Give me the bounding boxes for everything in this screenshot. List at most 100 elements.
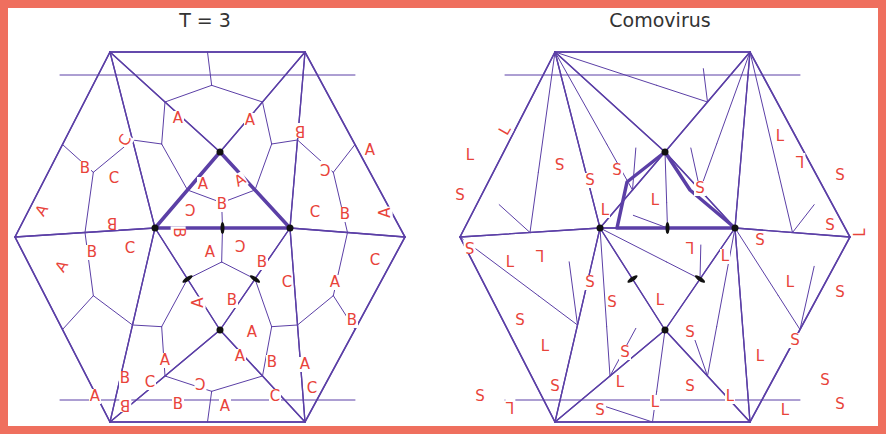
subunit-letter: L [655, 293, 665, 308]
facet-edge [665, 330, 750, 422]
facet-edge [555, 228, 600, 422]
facet-edge [555, 330, 665, 422]
subunit-boundary [188, 262, 222, 279]
twofold-axis [626, 274, 638, 284]
subunit-boundary [555, 52, 607, 144]
fivefold-axis [287, 225, 294, 232]
subunit-letter: S [554, 155, 566, 170]
facet-edge [600, 152, 665, 228]
subunit-letter: S [514, 313, 526, 328]
subunit-boundary [708, 327, 717, 376]
facet-edge [220, 228, 290, 330]
subunit-boundary [633, 215, 667, 228]
fivefold-axis [597, 225, 604, 232]
subunit-boundary [133, 140, 162, 144]
asymmetric-unit [617, 152, 735, 228]
subunit-letter: A [172, 111, 184, 126]
subunit-letter: A [89, 389, 101, 404]
subunit-letter: C [369, 253, 381, 268]
twofold-axis [694, 274, 706, 284]
capsid-outline [460, 52, 850, 422]
subunit-boundary [633, 148, 636, 190]
facet-edge [735, 228, 750, 422]
subunit-letter: C [108, 171, 120, 186]
subunit-boundary [272, 325, 298, 327]
subunit-boundary [333, 145, 355, 173]
subunit-letter: B [119, 371, 131, 386]
subunit-letter: B [172, 397, 184, 412]
subunit-letter: B [346, 313, 358, 328]
subunit-boundary [657, 85, 708, 102]
subunit-letter: B [106, 215, 118, 230]
subunit-boundary [778, 172, 792, 232]
subunit-boundary [85, 172, 93, 232]
subunit-letter: B [226, 293, 238, 308]
subunit-letter: L [650, 193, 660, 208]
subunit-letter: S [619, 345, 631, 360]
panel-title: T = 3 [179, 9, 231, 31]
subunit-letter: S [754, 233, 766, 248]
subunit-boundary [162, 102, 165, 144]
facet-edge [665, 52, 750, 152]
subunit-boundary [569, 262, 577, 325]
facet-edge [665, 152, 735, 228]
subunit-letter: L [505, 255, 515, 270]
subunit-boundary [538, 296, 577, 325]
rim-band [505, 75, 800, 76]
subunit-boundary [165, 85, 212, 102]
subunit-letter: A [197, 177, 209, 192]
subunit-letter: L [785, 275, 795, 290]
facet-edge [600, 228, 665, 330]
subunit-letter: L [780, 403, 790, 418]
subunit-letter: B [216, 197, 228, 212]
subunit-letter: B [339, 207, 351, 222]
facet-edge [110, 52, 220, 152]
subunit-letter: S [684, 379, 696, 394]
subunit-boundary [255, 279, 272, 327]
facet-edge [155, 228, 220, 330]
facet-edge [220, 228, 290, 330]
subunit-boundary [538, 52, 555, 172]
facet-edge [555, 52, 600, 228]
facet-edge [665, 228, 735, 330]
subunit-boundary [460, 237, 538, 296]
facet-edge [555, 330, 665, 422]
subunit-boundary [555, 52, 657, 85]
subunit-letter: C [269, 389, 281, 404]
subunit-boundary [600, 228, 667, 262]
subunit-letter: L [795, 153, 805, 168]
subunit-letter: A [234, 349, 246, 364]
subunit-letter: L [755, 349, 765, 364]
facet-edge [600, 152, 665, 228]
subunit-letter: S [694, 181, 706, 196]
subunit-letter: S [454, 188, 466, 203]
subunit-boundary [272, 140, 298, 144]
facet-edge [460, 228, 600, 237]
rim-band [60, 75, 355, 76]
subunit-letter: L [650, 395, 660, 410]
fivefold-axis [217, 327, 224, 334]
subunit-letter: S [834, 397, 846, 412]
facet-edge [665, 330, 750, 422]
subunit-boundary [530, 172, 538, 232]
facet-edge [555, 52, 665, 152]
capsid-outline [15, 52, 405, 422]
twofold-axis [249, 274, 261, 284]
subunit-boundary [298, 296, 334, 325]
facet-edge [220, 52, 305, 152]
subunit-boundary [208, 52, 212, 85]
subunit-boundary [63, 296, 94, 330]
twofold-axis [666, 222, 670, 234]
facet-edge [110, 330, 220, 422]
subunit-letter: B [79, 161, 91, 176]
facet-edge [735, 52, 750, 228]
subunit-letter: L [505, 399, 515, 414]
twofold-axis [181, 274, 193, 284]
subunit-letter: B [256, 255, 268, 270]
subunit-letter: C [124, 241, 136, 256]
subunit-letter: L [852, 227, 867, 237]
subunit-boundary [162, 327, 165, 376]
subunit-boundary [607, 144, 633, 190]
subunit-boundary [212, 85, 263, 102]
